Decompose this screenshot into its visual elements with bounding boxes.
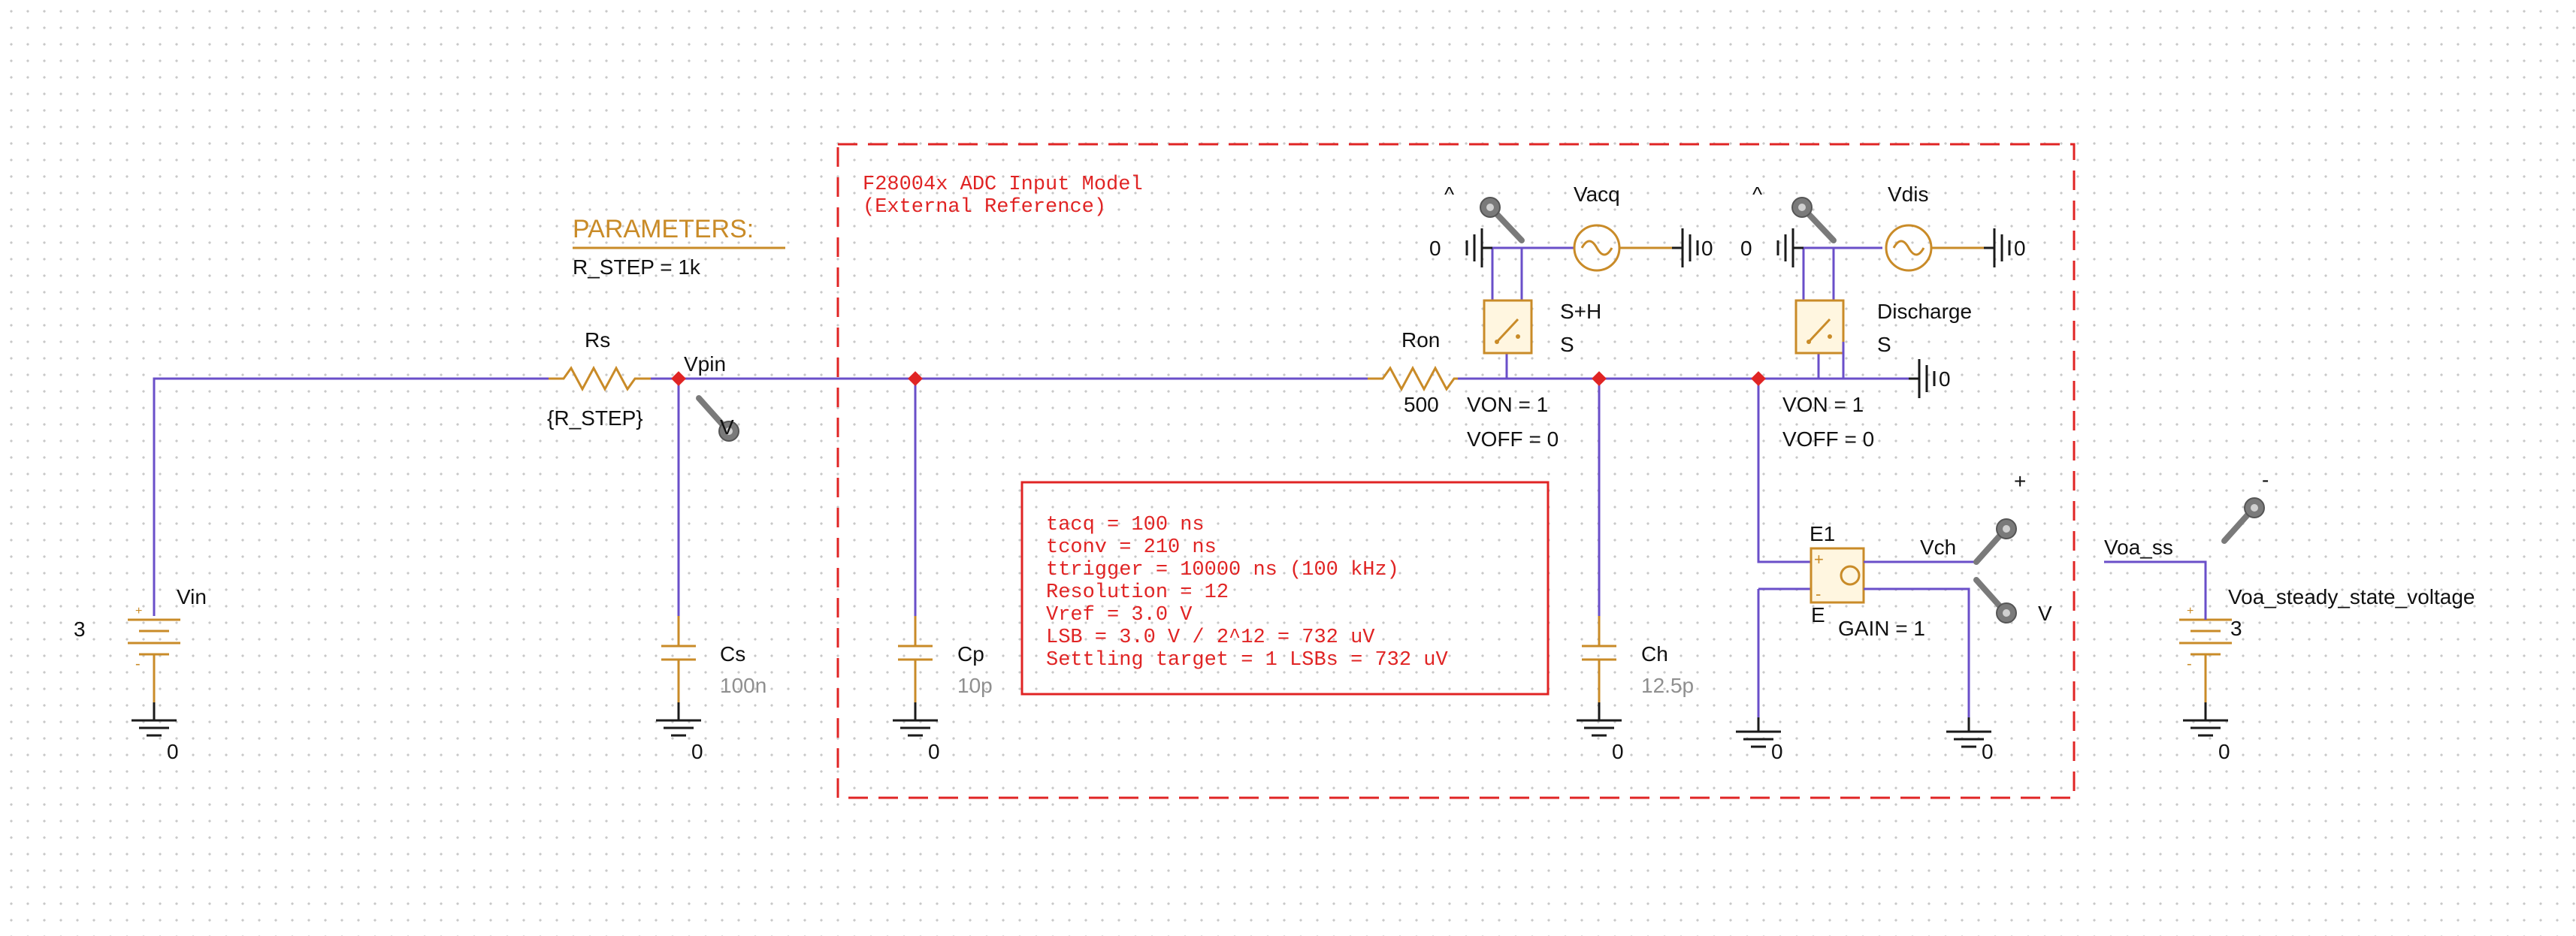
cp-name: Cp <box>957 642 984 666</box>
vin-value: 3 <box>74 617 86 641</box>
note-line: Vref = 3.0 V <box>1046 604 1193 627</box>
wires <box>153 246 2207 717</box>
note-line: ttrigger = 10000 ns (100 kHz) <box>1046 559 1399 581</box>
vacq-name: Vacq <box>1574 183 1620 206</box>
params-r-step: R_STEP = 1k <box>573 255 701 279</box>
ron-name: Ron <box>1401 328 1440 352</box>
ron-resistor[interactable] <box>1368 365 1458 392</box>
ch-value: 12.5p <box>1641 674 1694 697</box>
rs-value: {R_STEP} <box>547 406 643 430</box>
sh-name: S+H <box>1560 300 1601 323</box>
note-line: tacq = 100 ns <box>1046 514 1205 536</box>
sh-probe[interactable] <box>1480 198 1522 240</box>
vpin-probe-v: V <box>720 415 734 439</box>
notes-lines: tacq = 100 ns tconv = 210 ns ttrigger = … <box>1046 514 1448 672</box>
cp-capacitor[interactable] <box>891 616 939 737</box>
cs-capacitor[interactable] <box>655 616 703 737</box>
ch-capacitor[interactable] <box>1575 616 1623 737</box>
note-line: tconv = 210 ns <box>1046 536 1217 559</box>
discharge-voff: VOFF = 0 <box>1782 427 1874 451</box>
sh-switch[interactable] <box>1465 227 1533 355</box>
cs-name: Cs <box>720 642 745 666</box>
ground-label: 0 <box>1939 367 1951 391</box>
ground-label: 0 <box>167 740 179 763</box>
rs-name: Rs <box>585 328 610 352</box>
svg-text:+: + <box>2187 605 2194 617</box>
ground-label: 0 <box>1740 237 1752 260</box>
discharge-von: VON = 1 <box>1782 393 1864 416</box>
discharge-switch[interactable] <box>1776 227 1936 400</box>
svg-text:-: - <box>135 656 141 672</box>
discharge-type: S <box>1877 333 1891 356</box>
voa-net-label: Voa_ss <box>2104 536 2173 559</box>
adc-model-boundary <box>836 143 2076 799</box>
e1-vcvs[interactable]: + - <box>1734 547 1993 748</box>
module-title: F28004x ADC Input Model <box>863 174 1143 196</box>
svg-text:-: - <box>2187 656 2192 672</box>
voa-probe-minus: - <box>2262 468 2269 491</box>
discharge-probe[interactable] <box>1792 198 1834 240</box>
discharge-name: Discharge <box>1877 300 1972 323</box>
ground-label: 0 <box>691 740 703 763</box>
ch-name: Ch <box>1641 642 1668 666</box>
voa-name: Voa_steady_state_voltage <box>2228 585 2475 608</box>
ground-label: 0 <box>1612 740 1624 763</box>
e1-gain: GAIN = 1 <box>1838 617 1925 640</box>
ground-label: 0 <box>1429 237 1441 260</box>
cp-value: 10p <box>957 674 993 697</box>
svg-text:-: - <box>1816 584 1821 603</box>
ground-label: 0 <box>1701 237 1713 260</box>
voa-probe[interactable] <box>2224 498 2264 541</box>
note-line: LSB = 3.0 V / 2^12 = 732 uV <box>1046 627 1375 649</box>
svg-text:+: + <box>135 605 142 617</box>
sh-voff: VOFF = 0 <box>1467 427 1559 451</box>
vacq-source[interactable] <box>1573 224 1699 272</box>
vch-label: Vch <box>1920 536 1956 559</box>
note-line: Settling target = 1 LSBs = 732 uV <box>1046 649 1448 672</box>
vpin-label: Vpin <box>684 352 726 376</box>
e1-name: E1 <box>1810 522 1835 545</box>
notes-box <box>1020 481 1550 696</box>
junctions <box>671 371 1766 386</box>
ground-label: 0 <box>1771 740 1783 763</box>
vch-probe-v: V <box>2038 602 2052 625</box>
ron-value: 500 <box>1404 393 1439 416</box>
sh-von: VON = 1 <box>1467 393 1548 416</box>
module-subtitle: (External Reference) <box>863 196 1106 219</box>
ground-label: 0 <box>1982 740 1994 763</box>
discharge-probe-caret: ^ <box>1752 183 1762 206</box>
rs-resistor[interactable] <box>549 365 651 392</box>
vdis-source[interactable] <box>1885 224 2011 272</box>
params-title: PARAMETERS: <box>573 215 754 243</box>
vin-name: Vin <box>177 585 207 608</box>
voa-value: 3 <box>2230 617 2242 640</box>
ground-label: 0 <box>2218 740 2230 763</box>
cs-value: 100n <box>720 674 766 697</box>
svg-text:+: + <box>1814 550 1824 569</box>
vin-source[interactable]: + - <box>128 605 180 737</box>
sh-type: S <box>1560 333 1574 356</box>
note-line: Resolution = 12 <box>1046 581 1229 604</box>
sh-probe-caret: ^ <box>1444 183 1454 206</box>
voa-source[interactable]: + - <box>2179 605 2232 737</box>
vdis-name: Vdis <box>1888 183 1928 206</box>
ground-label: 0 <box>2014 237 2026 260</box>
vch-probes[interactable] <box>1976 519 2016 623</box>
ground-label: 0 <box>928 740 940 763</box>
e1-type: E <box>1811 603 1825 627</box>
vch-probe-plus: + <box>2014 470 2026 493</box>
